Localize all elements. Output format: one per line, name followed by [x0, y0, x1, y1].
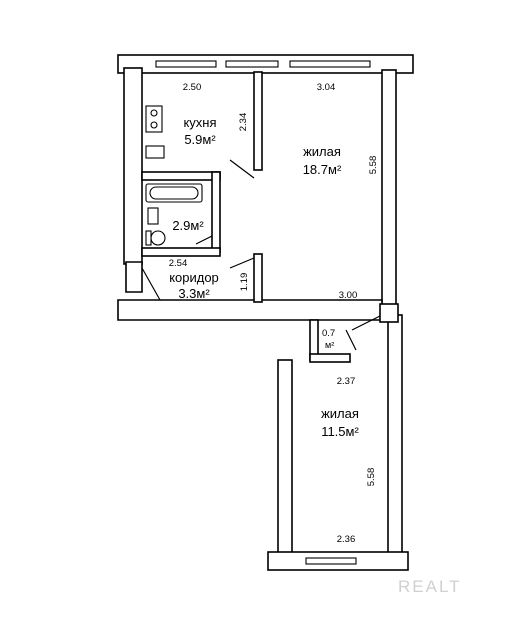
- window-living-right: [289, 60, 371, 68]
- storage-door-swing: [345, 329, 357, 351]
- bathroom-right-wall: [211, 171, 221, 253]
- dim-kitchen-width: 2.50: [183, 82, 202, 93]
- living-large-area: 18.7м²: [303, 162, 342, 177]
- bath-door-swing: [195, 235, 213, 245]
- middle-wall: [117, 299, 383, 321]
- watermark: REALT: [398, 577, 462, 596]
- pillar: [379, 303, 399, 323]
- kitchen-door-swing: [229, 159, 255, 179]
- window-living-left: [225, 60, 279, 68]
- living-large-name: жилая: [303, 144, 341, 159]
- bathroom-bottom-wall: [141, 247, 221, 257]
- dim-bath-width: 2.54: [169, 258, 188, 269]
- dim-kitchen-depth: 2.34: [238, 113, 249, 132]
- left-wall-return: [125, 261, 143, 293]
- dim-living-small-bottom: 2.36: [337, 534, 356, 545]
- toilet-tank: [145, 230, 152, 246]
- bathroom-top-wall: [141, 171, 221, 181]
- kitchen-area: 5.9м²: [184, 132, 216, 147]
- lower-right-wall: [387, 314, 403, 556]
- corridor-area: 3.3м²: [178, 286, 210, 301]
- kitchen-partition: [253, 71, 263, 171]
- entrance-door-swing: [141, 267, 161, 301]
- corridor-name: коридор: [169, 270, 219, 285]
- top-windows: [155, 60, 371, 68]
- bathroom-area: 2.9м²: [172, 218, 204, 233]
- window-bottom: [305, 557, 357, 565]
- bathroom-block: [141, 171, 221, 257]
- burner-1: [150, 109, 158, 117]
- dim-living-large-width: 3.04: [317, 82, 336, 93]
- window-kitchen: [155, 60, 217, 68]
- dim-living-large-depth: 5.58: [368, 156, 379, 175]
- corridor-door-swing: [229, 257, 255, 269]
- storage-closet: [309, 319, 357, 363]
- right-wall-upper: [381, 69, 397, 316]
- dim-living-small-top: 2.37: [337, 376, 356, 387]
- burner-2: [150, 121, 158, 129]
- bathtub-inner: [149, 186, 199, 200]
- corridor-partition: [253, 253, 263, 303]
- sink: [147, 207, 159, 225]
- left-wall: [123, 67, 143, 265]
- kitchen-sink: [145, 145, 165, 159]
- stove: [145, 105, 163, 133]
- hall-door-swing: [351, 315, 381, 331]
- living-small-name: жилая: [321, 406, 359, 421]
- dim-hall-width: 3.00: [339, 290, 358, 301]
- storage-bottom-wall: [309, 353, 351, 363]
- dim-corridor-depth: 1.19: [239, 273, 250, 292]
- kitchen-fixtures: [145, 105, 165, 159]
- storage-area-unit: м²: [325, 340, 334, 350]
- kitchen-name: кухня: [183, 115, 216, 130]
- outer-walls-lower: [267, 303, 409, 571]
- toilet-bowl: [150, 230, 166, 246]
- storage-area-value: 0.7: [322, 328, 335, 339]
- living-small-area: 11.5м²: [321, 424, 359, 439]
- lower-left-wall: [277, 359, 293, 555]
- dim-living-small-depth: 5.58: [366, 468, 377, 487]
